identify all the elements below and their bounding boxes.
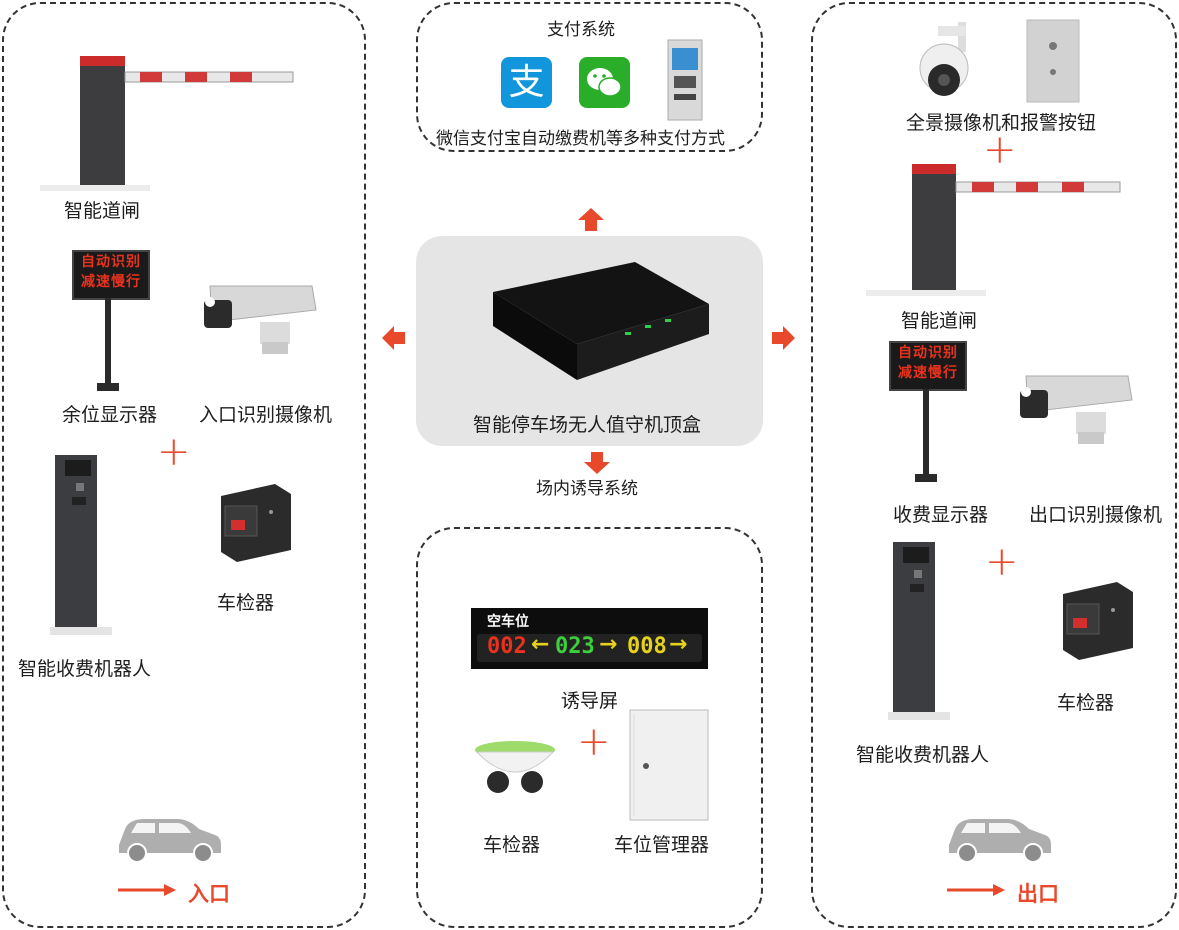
wechat-icon bbox=[579, 57, 630, 108]
payment-caption: 微信支付宝自动缴费机等多种支付方式 bbox=[436, 129, 725, 149]
detector-icon bbox=[221, 484, 291, 562]
alipay-glyph: 支 bbox=[508, 62, 545, 103]
barrier-gate-icon bbox=[40, 56, 294, 191]
arrow-right-led-icon-2: → bbox=[669, 632, 688, 657]
fee-display-text-line2: 减速慢行 bbox=[898, 365, 958, 381]
camera-icon bbox=[204, 285, 317, 354]
display-label: 余位显示器 bbox=[62, 404, 158, 426]
arrow-left-led-icon: ← bbox=[531, 632, 550, 657]
plus-icon: + bbox=[157, 429, 191, 475]
display-pole bbox=[105, 298, 111, 384]
guidance-panel bbox=[416, 527, 763, 928]
fee-display-pole bbox=[923, 389, 929, 475]
arrow-up-icon bbox=[578, 208, 604, 231]
kiosk-icon bbox=[667, 39, 703, 121]
exit-camera-label: 出口识别摄像机 bbox=[1029, 504, 1163, 526]
barrier-gate-icon-exit bbox=[866, 164, 1121, 296]
led-display-icon: 自动识别 减速慢行 bbox=[72, 250, 150, 300]
display-text-line2: 减速慢行 bbox=[81, 274, 141, 290]
count-center: 023 bbox=[555, 634, 595, 659]
fee-display-base bbox=[915, 474, 937, 482]
panorama-camera-icon bbox=[919, 22, 969, 96]
exit-direction-label: 出口 bbox=[1017, 882, 1059, 906]
arrow-left-icon bbox=[382, 326, 405, 350]
exit-robot-label: 智能收费机器人 bbox=[856, 744, 990, 766]
panorama-alarm-label: 全景摄像机和报警按钮 bbox=[906, 112, 1097, 134]
car-icon bbox=[119, 819, 221, 863]
detector-label: 车检器 bbox=[217, 592, 275, 614]
guidance-system-label: 场内诱导系统 bbox=[536, 479, 638, 499]
barrier-label: 智能道闸 bbox=[64, 200, 141, 222]
plus-icon-2: + bbox=[577, 719, 611, 765]
entrance-panel bbox=[2, 2, 366, 928]
arrow-right-icon bbox=[772, 326, 795, 350]
guidance-screen-icon: 空车位 002 ← 023 → 008 → bbox=[471, 608, 708, 669]
set-top-box-label: 智能停车场无人值守机顶盒 bbox=[473, 414, 702, 436]
guidance-screen-label: 诱导屏 bbox=[561, 690, 619, 712]
plus-icon-3: + bbox=[983, 127, 1017, 173]
robot-label: 智能收费机器人 bbox=[18, 658, 152, 680]
fee-display-label: 收费显示器 bbox=[893, 504, 989, 526]
payment-title: 支付系统 bbox=[547, 20, 615, 40]
fee-display-text-line1: 自动识别 bbox=[898, 345, 958, 361]
robot-icon bbox=[50, 455, 112, 635]
alarm-button-icon bbox=[1026, 19, 1080, 103]
exit-camera-icon bbox=[1020, 375, 1133, 444]
exit-direction-arrow-icon bbox=[947, 884, 1005, 896]
count-right: 008 bbox=[627, 634, 667, 659]
arrow-down-icon bbox=[584, 452, 610, 474]
cabinet-icon bbox=[629, 709, 709, 821]
display-base bbox=[97, 383, 119, 391]
count-left: 002 bbox=[487, 634, 527, 659]
exit-car-icon bbox=[949, 819, 1051, 863]
camera-label: 入口识别摄像机 bbox=[199, 404, 333, 426]
exit-detector-icon bbox=[1063, 582, 1133, 660]
dome-camera-icon bbox=[475, 741, 555, 793]
arrow-right-led-icon: → bbox=[599, 632, 618, 657]
plus-icon-4: + bbox=[985, 539, 1019, 585]
guidance-screen-title: 空车位 bbox=[487, 614, 529, 630]
exit-robot-icon bbox=[888, 542, 950, 720]
entrance-direction-label: 入口 bbox=[188, 882, 230, 906]
exit-panel bbox=[811, 2, 1177, 928]
payment-panel bbox=[416, 2, 763, 152]
set-top-box-icon bbox=[493, 262, 709, 380]
exit-detector-label: 车检器 bbox=[1057, 692, 1115, 714]
fee-display-icon: 自动识别 减速慢行 bbox=[889, 341, 967, 391]
space-manager-label: 车位管理器 bbox=[614, 834, 710, 856]
exit-barrier-label: 智能道闸 bbox=[901, 310, 978, 332]
guidance-detector-label: 车检器 bbox=[483, 834, 541, 856]
direction-arrow-icon bbox=[118, 884, 176, 896]
alipay-icon: 支 bbox=[501, 57, 552, 108]
display-text-line1: 自动识别 bbox=[81, 254, 141, 270]
